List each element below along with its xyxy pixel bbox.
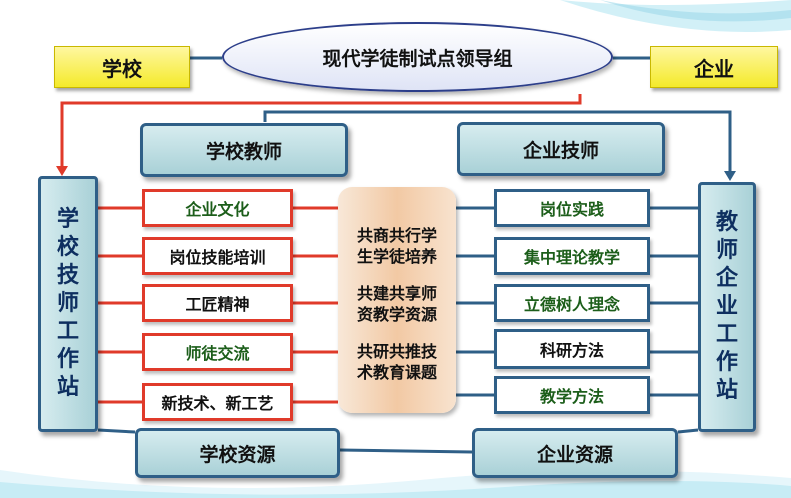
center-line: 术教育课题 <box>356 363 437 382</box>
station-char: 学 <box>56 207 79 232</box>
station-char: 作 <box>56 347 79 372</box>
station-char: 教 <box>715 210 738 235</box>
teacher-enterprise-station: 教 师 企 业 工 作 站 <box>698 182 756 432</box>
station-char: 师 <box>56 291 79 316</box>
left-item-skills-training: 岗位技能培训 <box>142 237 293 275</box>
station-char: 校 <box>56 235 79 260</box>
station-char: 站 <box>56 375 79 400</box>
center-collaboration-box: 共商共行学 生学徒培养 共建共享师 资教学资源 共研共推技 术教育课题 <box>338 187 456 413</box>
school-box: 学校 <box>54 46 190 88</box>
school-resources-box: 学校资源 <box>135 428 340 478</box>
right-item-theory-teaching: 集中理论教学 <box>494 237 650 275</box>
station-char: 师 <box>715 238 738 263</box>
right-item-moral-education: 立德树人理念 <box>494 284 650 322</box>
right-item-post-practice: 岗位实践 <box>494 189 650 227</box>
right-item-research-methods: 科研方法 <box>494 329 650 369</box>
school-technician-station: 学 校 技 师 工 作 站 <box>38 176 98 432</box>
left-item-mentor-exchange: 师徒交流 <box>142 333 293 371</box>
center-line: 生学徒培养 <box>356 247 437 266</box>
center-line: 共建共享师 <box>356 284 437 303</box>
enterprise-resources-box: 企业资源 <box>472 428 678 478</box>
station-char: 工 <box>715 322 738 347</box>
left-item-craftsman-spirit: 工匠精神 <box>142 284 293 322</box>
center-line: 共研共推技 <box>356 342 437 361</box>
left-item-enterprise-culture: 企业文化 <box>142 189 293 227</box>
center-line: 共商共行学 <box>356 226 437 245</box>
enterprise-box: 企业 <box>650 46 778 88</box>
leadership-group-ellipse: 现代学徒制试点领导组 <box>222 22 613 92</box>
station-char: 业 <box>715 294 738 319</box>
station-char: 站 <box>715 378 738 403</box>
school-teacher-box: 学校教师 <box>140 123 348 177</box>
station-char: 技 <box>56 263 79 288</box>
station-char: 作 <box>715 350 738 375</box>
station-char: 工 <box>56 319 79 344</box>
right-item-teaching-methods: 教学方法 <box>494 376 650 414</box>
enterprise-technician-box: 企业技师 <box>457 122 665 176</box>
center-line: 资教学资源 <box>356 305 437 324</box>
left-item-new-technology: 新技术、新工艺 <box>142 383 293 421</box>
station-char: 企 <box>715 266 738 291</box>
